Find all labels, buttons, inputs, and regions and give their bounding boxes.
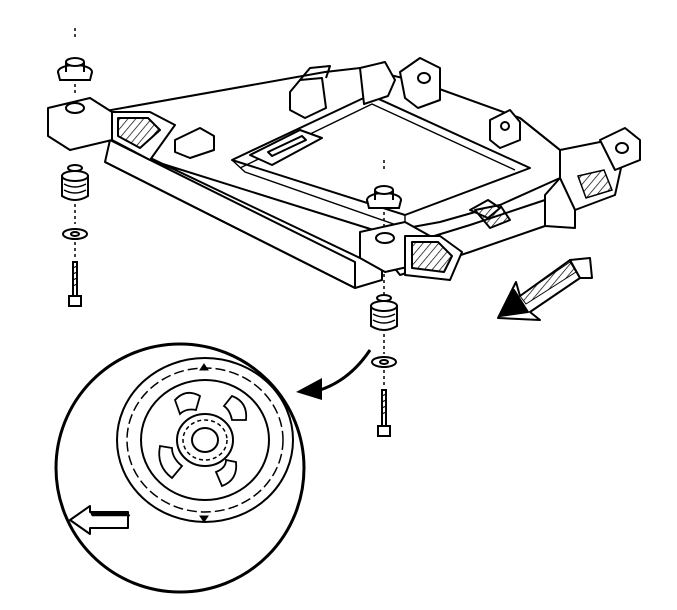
left-end-bracket: [47, 97, 176, 161]
mount-center: [366, 160, 402, 437]
curved-callout-arrow: [296, 349, 372, 400]
center-front-bracket: [359, 204, 511, 281]
mount-left: [57, 28, 93, 307]
front-direction-arrow: [497, 257, 593, 321]
right-bracket-hatch: [577, 169, 613, 199]
detail-view: [54, 342, 306, 594]
